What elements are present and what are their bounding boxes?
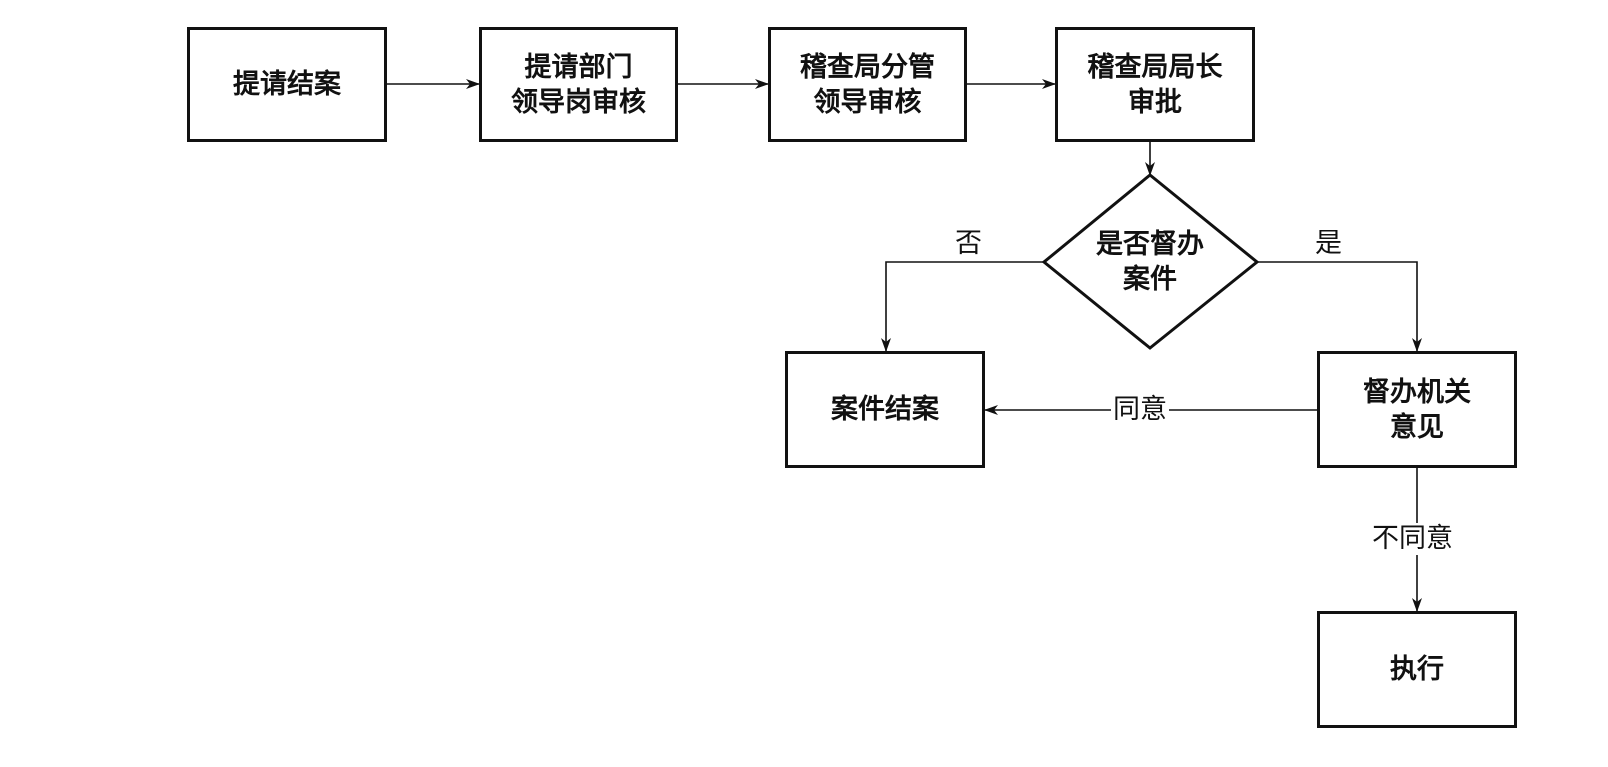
node-deputy-leader-review-line-2: 领导审核 xyxy=(813,86,922,118)
node-supervising-authority-opinion-line-1: 督办机关 xyxy=(1363,376,1471,408)
decision-supervised-case: 是否督办 案件 xyxy=(1064,220,1236,304)
node-director-approval-line-2: 审批 xyxy=(1128,86,1182,118)
node-case-closed: 案件结案 xyxy=(785,351,985,468)
arrow-decision-yes-branch xyxy=(1257,261,1422,352)
arrow-decision-no-branch xyxy=(881,261,1044,352)
node-execute: 执行 xyxy=(1317,611,1517,728)
node-deputy-leader-review-line-1: 稽查局分管 xyxy=(800,51,935,83)
node-submit-close-line-1: 提请结案 xyxy=(233,69,341,100)
decision-supervised-case-line-1: 是否督办 xyxy=(1096,229,1204,260)
node-director-approval: 稽查局局长 审批 xyxy=(1055,27,1255,142)
node-case-closed-line-1: 案件结案 xyxy=(831,394,939,425)
node-dept-leader-review-line-1: 提请部门 xyxy=(524,51,633,83)
node-dept-leader-review: 提请部门 领导岗审核 xyxy=(479,27,678,142)
node-execute-line-1: 执行 xyxy=(1390,654,1444,685)
decision-diamond xyxy=(1041,173,1260,350)
node-dept-leader-review-line-2: 领导岗审核 xyxy=(511,86,646,118)
edge-label-agree: 同意 xyxy=(1111,394,1169,426)
decision-supervised-case-line-2: 案件 xyxy=(1123,264,1177,295)
node-supervising-authority-opinion: 督办机关 意见 xyxy=(1317,351,1517,468)
node-supervising-authority-opinion-line-2: 意见 xyxy=(1390,411,1444,443)
edge-label-disagree: 不同意 xyxy=(1370,523,1455,555)
node-submit-close: 提请结案 xyxy=(187,27,387,142)
edge-label-no: 否 xyxy=(955,228,982,259)
node-director-approval-line-1: 稽查局局长 xyxy=(1087,51,1223,83)
edge-label-yes: 是 xyxy=(1315,228,1342,259)
node-deputy-leader-review: 稽查局分管 领导审核 xyxy=(768,27,967,142)
